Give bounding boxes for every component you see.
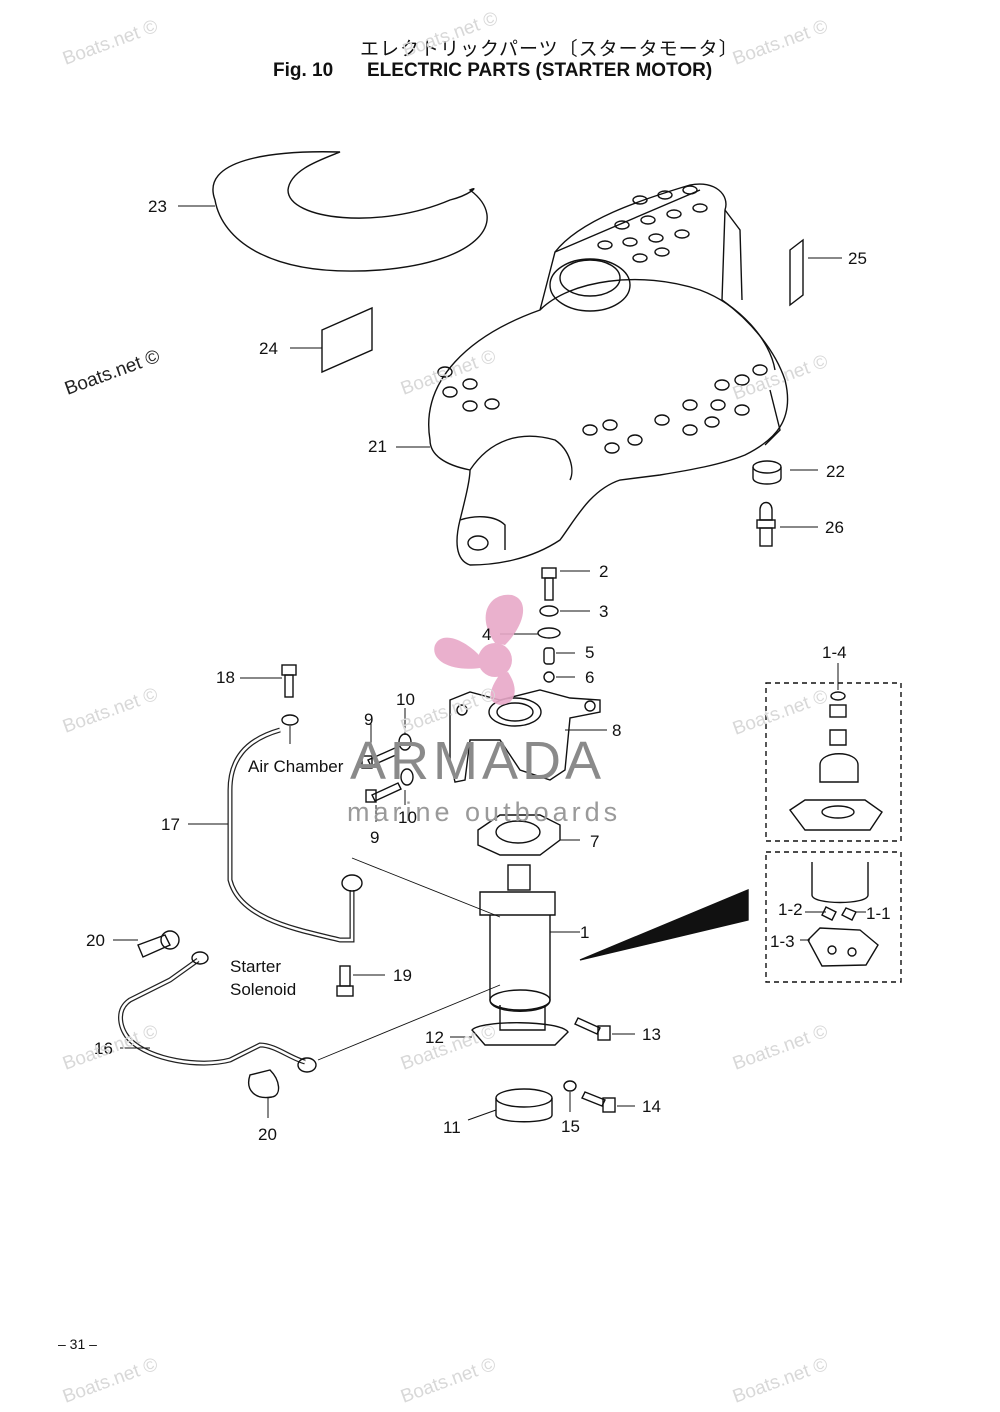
part-26-collar-pin (756, 501, 776, 547)
callout-15: 15 (561, 1117, 580, 1136)
solenoid-label: Solenoid (230, 980, 297, 999)
part-18-bolt (281, 664, 297, 698)
callout-9-upper: 9 (364, 710, 374, 729)
callout-2: 2 (599, 562, 609, 581)
brand-tagline: marine outboards (347, 797, 622, 827)
part-16-fitting-upper (191, 951, 209, 965)
part-1-4-pinion-assembly (788, 691, 883, 831)
part-11-band (495, 1088, 553, 1123)
brand-name: ARMADA (350, 731, 606, 791)
starter-label: Starter (230, 957, 282, 976)
part-20-cap-lower (248, 1069, 280, 1099)
part-25-label-plate (789, 238, 804, 307)
brand-logo-icon (434, 594, 524, 705)
figure-title-english: ELECTRIC PARTS (STARTER MOTOR) (367, 60, 713, 81)
callout-5: 5 (585, 643, 595, 662)
part-21-flywheel-cover (428, 183, 789, 566)
part-2-bolt (541, 567, 557, 601)
callout-12: 12 (425, 1028, 444, 1047)
part-13-bolt (574, 1017, 611, 1041)
callout-22: 22 (826, 462, 845, 481)
callout-8: 8 (612, 721, 622, 740)
callout-1-2: 1-2 (778, 900, 803, 919)
callout-1-1: 1-1 (866, 904, 891, 923)
callout-21: 21 (368, 437, 387, 456)
part-15-washer (563, 1080, 577, 1092)
callout-11: 11 (443, 1118, 461, 1137)
figure-title-japanese: エレクトリックパーツ〔スタータモータ〕 (360, 38, 739, 60)
callout-19: 19 (393, 966, 412, 985)
callout-24: 24 (259, 339, 278, 358)
callout-3: 3 (599, 602, 609, 621)
callout-26: 26 (825, 518, 844, 537)
callout-10-lower: 10 (398, 808, 417, 827)
callout-20-upper: 20 (86, 931, 105, 950)
part-20-fitting-upper (137, 930, 180, 958)
page-number: – 31 – (58, 1336, 97, 1352)
part-24-label-plate (321, 306, 373, 374)
part-5-collar (543, 647, 555, 665)
part-9-bolt-upper (361, 747, 399, 769)
part-12-band (471, 1022, 569, 1046)
callout-1-4: 1-4 (822, 643, 847, 662)
figure-number: Fig. 10 (273, 60, 334, 81)
callout-7: 7 (590, 832, 600, 851)
part-14-bolt (581, 1091, 616, 1113)
part-1-starter-motor (479, 864, 556, 1031)
callout-13: 13 (642, 1025, 661, 1044)
callout-18: 18 (216, 668, 235, 687)
part-23-crescent-gasket (212, 151, 488, 272)
callout-25: 25 (848, 249, 867, 268)
part-22-grommet (752, 460, 782, 485)
callout-1: 1 (580, 923, 590, 942)
detail-arrow (579, 888, 749, 961)
part-4-washer (537, 627, 561, 639)
inset-box-lower (765, 851, 902, 983)
part-10-washer-lower (400, 768, 414, 786)
callout-14: 14 (642, 1097, 661, 1116)
part-19-bolt (336, 965, 354, 997)
part-8-bracket (449, 689, 601, 783)
air-chamber-label: Air Chamber (248, 757, 344, 776)
callout-4: 4 (482, 625, 492, 644)
part-16-fitting-lower (297, 1057, 317, 1073)
callout-1-3: 1-3 (770, 932, 795, 951)
callout-10-upper: 10 (396, 690, 415, 709)
part-6-nut (543, 671, 555, 683)
callout-6: 6 (585, 668, 595, 687)
callout-23: 23 (148, 197, 167, 216)
callout-16: 16 (94, 1039, 113, 1058)
part-3-washer (539, 605, 559, 617)
part-18-washer (281, 714, 299, 726)
inset-box-upper (765, 682, 902, 842)
part-9-bolt-lower (365, 782, 402, 803)
part-17-hose-fitting (341, 874, 363, 892)
callout-9-lower: 9 (370, 828, 380, 847)
callout-20-lower: 20 (258, 1125, 277, 1144)
callout-17: 17 (161, 815, 180, 834)
